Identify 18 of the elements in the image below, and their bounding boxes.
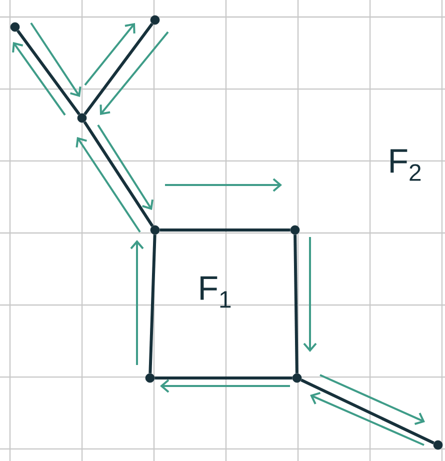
- vertex-dot: [77, 113, 87, 123]
- vertex-dot: [290, 225, 300, 235]
- vertex-dot: [10, 22, 20, 32]
- graph-edge: [300, 378, 434, 444]
- graph-edge: [154, 376, 292, 380]
- graph-edge: [16, 30, 80, 116]
- vertex-dot: [145, 373, 155, 383]
- vertex-dot: [150, 15, 160, 25]
- face-label: F$_{1}$: [200, 276, 231, 308]
- graph-edge: [294, 234, 298, 374]
- graph-edge: [160, 228, 290, 232]
- vertex-dot: [150, 225, 160, 235]
- vertex-dot: [292, 373, 302, 383]
- graph-edge: [84, 22, 154, 116]
- face-label: F$_{2}$: [390, 149, 421, 181]
- vertex-dot: [433, 440, 443, 450]
- graph-edge: [148, 234, 156, 374]
- graph-edge: [83, 121, 154, 227]
